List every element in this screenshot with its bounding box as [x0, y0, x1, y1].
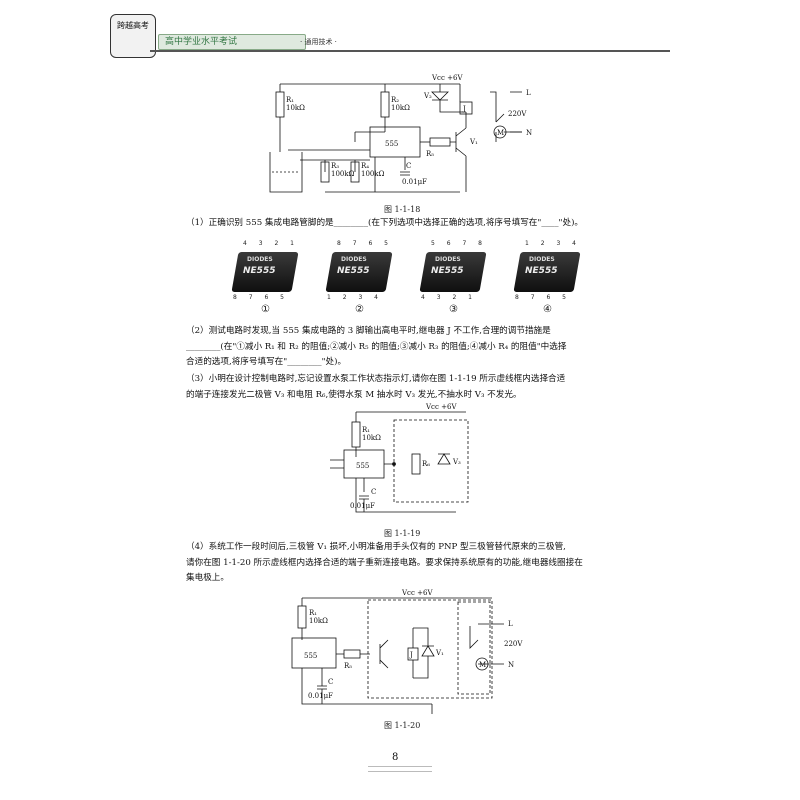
- svg-text:Vcc +6V: Vcc +6V: [425, 403, 457, 411]
- series-logo: 跨越高考: [110, 14, 156, 58]
- pump-motor: [475, 657, 489, 671]
- r2-resistor: [380, 91, 390, 118]
- r5-resistor: [343, 649, 361, 659]
- transistor-box: [367, 599, 493, 699]
- question-2-line-3: 合适的选项,将序号填写在"________"处)。: [186, 357, 347, 367]
- svg-text:V₁: V₁: [435, 649, 444, 657]
- svg-text:R₁: R₁: [309, 609, 317, 617]
- chip-options: 4 3 2 1 DIODES NE555 8 7 6 5 ① 8 7 6 5 D…: [225, 238, 585, 324]
- page-header: 跨越高考 高中学业水平考试 · 通用技术 ·: [0, 0, 800, 70]
- svg-text:10kΩ: 10kΩ: [362, 434, 381, 442]
- svg-text:555: 555: [385, 140, 398, 148]
- figure-1-1-18: R₁ 10kΩ R₂ 10kΩ 555 R₃ 100kΩ R₄ 100kΩ R₅…: [269, 74, 532, 193]
- svg-text:Vcc +6V: Vcc +6V: [431, 74, 463, 82]
- question-4-line-3: 集电极上。: [186, 573, 229, 583]
- figure-1-1-20: R₁ 10kΩ 555 R₅ C 0.01μF J V₁ M L N 220V …: [291, 589, 523, 714]
- page-number-decoration: [368, 766, 432, 772]
- svg-text:10kΩ: 10kΩ: [309, 617, 328, 625]
- r4-resistor: [350, 161, 360, 183]
- chip-option-2[interactable]: 8 7 6 5 DIODES NE555 1 2 3 4 ②: [325, 240, 393, 315]
- svg-text:Vcc +6V: Vcc +6V: [401, 589, 433, 597]
- figure-1-1-19: R₁ 10kΩ 555 C 0.01μF R₆ V₃ Vcc +6V: [330, 403, 469, 513]
- question-3-line-2: 的端子连接发光二极管 V₃ 和电阻 R₆,使得水泵 M 抽水时 V₃ 发光,不抽…: [186, 389, 522, 400]
- svg-text:L: L: [526, 89, 531, 97]
- question-1: （1）正确识别 555 集成电路管脚的是________(在下列选项中选择正确的…: [186, 218, 584, 228]
- svg-text:C: C: [406, 162, 411, 170]
- question-4-line-1: （4）系统工作一段时间后,三极管 V₁ 损坏,小明准备用手头仅有的 PNP 型三…: [186, 542, 566, 552]
- svg-text:R₂: R₂: [391, 96, 399, 104]
- pump-motor: [493, 125, 507, 139]
- question-2: （2）测试电路时发现,当 555 集成电路的 3 脚输出高电平时,继电器 J 不…: [186, 324, 646, 371]
- svg-text:N: N: [508, 661, 514, 669]
- header-rule: [150, 50, 670, 52]
- svg-text:R₁: R₁: [286, 96, 294, 104]
- svg-text:10kΩ: 10kΩ: [391, 104, 410, 112]
- r3-resistor: [320, 161, 330, 183]
- subject-label: · 通用技术 ·: [300, 38, 337, 46]
- svg-text:R₄: R₄: [361, 162, 369, 170]
- svg-text:R₅: R₅: [344, 662, 352, 670]
- ic-555: [291, 637, 337, 669]
- svg-text:V₂: V₂: [423, 92, 432, 100]
- page-number: 8: [392, 752, 399, 763]
- water-tank: [269, 152, 303, 193]
- figure-1-1-19-caption: 图 1-1-19: [384, 529, 421, 538]
- svg-text:R₃: R₃: [331, 162, 339, 170]
- svg-text:100kΩ: 100kΩ: [331, 170, 355, 178]
- question-2-line-1: （2）测试电路时发现,当 555 集成电路的 3 脚输出高电平时,继电器 J 不…: [186, 326, 551, 336]
- svg-text:0.01μF: 0.01μF: [308, 692, 333, 700]
- svg-text:555: 555: [356, 462, 369, 470]
- r1-resistor: [275, 91, 285, 118]
- svg-text:V₁: V₁: [469, 138, 478, 146]
- chip-option-1[interactable]: 4 3 2 1 DIODES NE555 8 7 6 5 ①: [231, 240, 299, 315]
- svg-text:0.01μF: 0.01μF: [402, 178, 427, 186]
- r5-resistor: [429, 137, 451, 147]
- question-2-line-2: ________(在"①减小 R₁ 和 R₂ 的阻值;②减小 R₅ 的阻值;③减…: [186, 341, 567, 352]
- question-4: （4）系统工作一段时间后,三极管 V₁ 损坏,小明准备用手头仅有的 PNP 型三…: [186, 540, 646, 587]
- svg-text:10kΩ: 10kΩ: [286, 104, 305, 112]
- svg-text:L: L: [508, 620, 513, 628]
- question-3: （3）小明在设计控制电路时,忘记设置水泵工作状态指示灯,请你在图 1-1-19 …: [186, 372, 646, 403]
- svg-text:J: J: [409, 651, 413, 659]
- question-4-line-2: 请你在图 1-1-20 所示虚线框内选择合适的端子重新连接电路。要求保持系统原有…: [186, 557, 583, 568]
- relay-coil: [459, 101, 473, 115]
- svg-text:555: 555: [304, 652, 317, 660]
- svg-text:0.01μF: 0.01μF: [350, 502, 375, 510]
- series-banner: 高中学业水平考试: [158, 34, 306, 50]
- figure-1-1-20-caption: 图 1-1-20: [384, 721, 421, 730]
- r1-resistor: [351, 421, 361, 448]
- load-box: [457, 601, 491, 695]
- svg-text:R₅: R₅: [426, 150, 434, 158]
- svg-text:J: J: [462, 105, 466, 113]
- figure-1-1-18-caption: 图 1-1-18: [384, 205, 421, 214]
- chip-option-4[interactable]: 1 2 3 4 DIODES NE555 8 7 6 5 ④: [513, 240, 581, 315]
- svg-text:N: N: [526, 129, 532, 137]
- svg-text:R₁: R₁: [362, 426, 370, 434]
- dashed-box: [393, 419, 469, 503]
- svg-text:C: C: [371, 488, 376, 496]
- svg-text:R₆: R₆: [422, 460, 430, 468]
- svg-text:100kΩ: 100kΩ: [361, 170, 385, 178]
- svg-text:M: M: [497, 129, 504, 137]
- r6-resistor: [411, 453, 421, 475]
- r1-resistor: [297, 605, 307, 629]
- chip-option-3[interactable]: 5 6 7 8 DIODES NE555 4 3 2 1 ③: [419, 240, 487, 315]
- svg-text:M: M: [479, 661, 486, 669]
- question-3-line-1: （3）小明在设计控制电路时,忘记设置水泵工作状态指示灯,请你在图 1-1-19 …: [186, 374, 566, 384]
- svg-text:220V: 220V: [508, 110, 527, 118]
- svg-text:C: C: [328, 678, 333, 686]
- svg-text:220V: 220V: [504, 640, 523, 648]
- svg-text:V₃: V₃: [452, 458, 461, 466]
